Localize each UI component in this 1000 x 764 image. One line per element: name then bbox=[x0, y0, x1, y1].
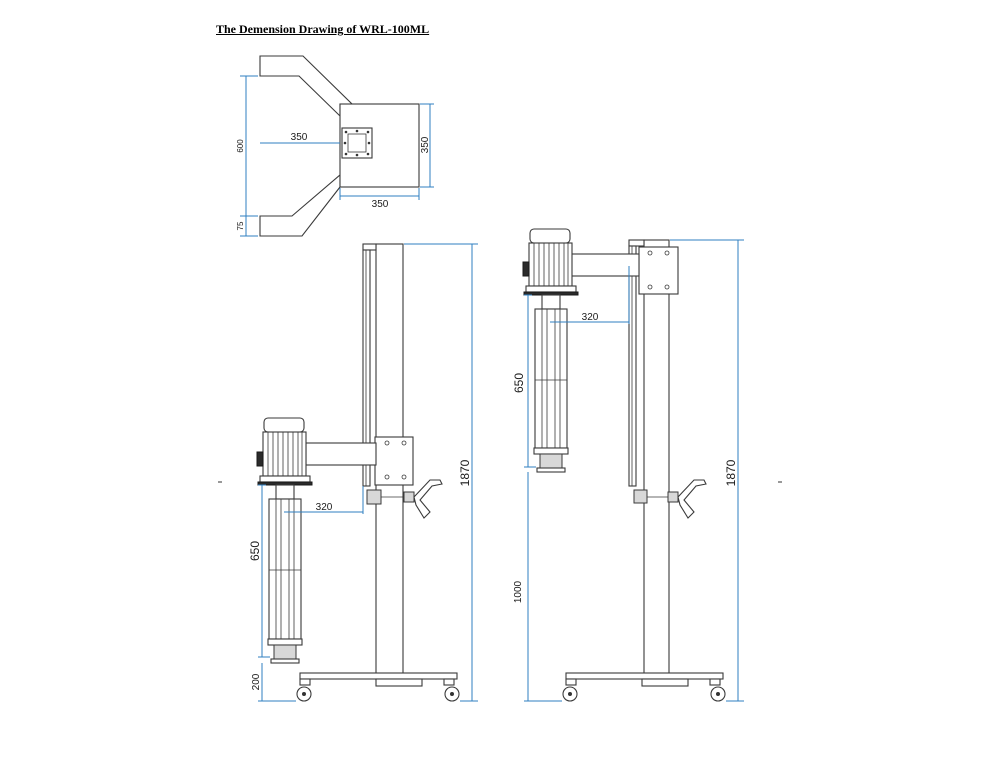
top-view-lower-arm bbox=[259, 173, 341, 237]
motor-body bbox=[262, 431, 307, 477]
motor-cap bbox=[263, 417, 305, 433]
dim-label-320-low: 320 bbox=[316, 502, 333, 513]
dim-label-350-arm: 350 bbox=[291, 132, 308, 143]
dim-label-320-high: 320 bbox=[582, 312, 599, 323]
side-view-raised: 1870 320 650 1000 bbox=[512, 228, 744, 702]
dim-label-350-width: 350 bbox=[372, 199, 389, 210]
base-beam-raised bbox=[565, 672, 724, 680]
carriage bbox=[374, 436, 414, 486]
dim-label-1870-high: 1870 bbox=[724, 459, 738, 486]
dim-label-200: 200 bbox=[251, 673, 262, 690]
lock-handle-raised bbox=[677, 479, 707, 519]
dim-label-650-low: 650 bbox=[248, 541, 262, 561]
carriage-raised bbox=[638, 246, 679, 295]
shaft-tube bbox=[268, 498, 302, 640]
dim-label-350-head: 350 bbox=[420, 136, 431, 153]
dim-label-1870-low: 1870 bbox=[458, 459, 472, 486]
page-title: The Demension Drawing of WRL-100ML bbox=[216, 22, 430, 36]
mixing-head bbox=[273, 644, 297, 660]
dim-label-600: 600 bbox=[236, 139, 245, 153]
shaft-tube-raised bbox=[534, 308, 568, 449]
top-view-flange bbox=[341, 127, 373, 159]
dim-label-75: 75 bbox=[236, 221, 245, 230]
base-beam bbox=[299, 672, 458, 680]
lock-handle bbox=[413, 479, 443, 519]
motor-body-raised bbox=[528, 242, 573, 287]
dim-label-1000: 1000 bbox=[513, 580, 524, 603]
column-raised bbox=[643, 239, 670, 681]
dim-label-650-high: 650 bbox=[512, 373, 526, 393]
motor-cap-raised bbox=[529, 228, 571, 244]
top-view-upper-arm bbox=[259, 55, 354, 118]
mixing-head-raised bbox=[539, 453, 563, 469]
arm bbox=[305, 442, 377, 466]
top-view: 600 75 350 350 350 bbox=[236, 55, 434, 237]
side-view-lowered: 1870 320 650 200 bbox=[248, 243, 478, 702]
